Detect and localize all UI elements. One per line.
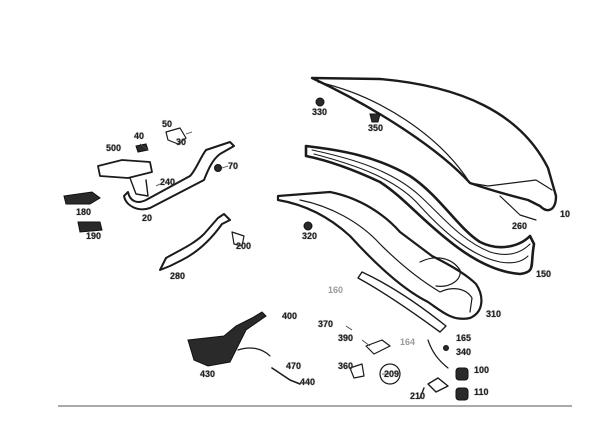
callout-20: 20 [142, 213, 153, 223]
cap-100 [455, 367, 469, 381]
callout-40: 40 [134, 131, 145, 141]
lock-assembly [187, 311, 267, 367]
callout-260: 260 [512, 221, 528, 231]
clip-350 [369, 113, 381, 123]
callout-470: 470 [286, 361, 302, 371]
trunk-lid-inner-frame-rim [311, 149, 531, 264]
trunk-lid-skin [310, 76, 558, 212]
callout-500: 500 [106, 143, 122, 153]
callout-10: 10 [560, 209, 571, 219]
callout-164: 164 [400, 337, 416, 347]
callout-50: 50 [162, 119, 173, 129]
callout-440: 440 [300, 377, 316, 387]
trunk-lid-skin-edge [317, 81, 553, 221]
callout-370: 370 [318, 319, 334, 329]
switch-160 [349, 363, 365, 379]
callout-70: 70 [228, 161, 239, 171]
cable [427, 339, 449, 369]
actuator [365, 339, 391, 355]
screw-100 [443, 345, 449, 351]
callout-110: 110 [474, 387, 489, 397]
callout-360: 360 [338, 361, 354, 371]
callout-150: 150 [536, 269, 552, 279]
lock-cable [237, 347, 271, 357]
trunk-lid-lower-panel-detail [299, 199, 473, 313]
clip-330 [315, 97, 325, 107]
trunk-lid-lower-panel [276, 190, 483, 320]
callout-350: 350 [368, 123, 384, 133]
bracket-180 [63, 191, 101, 205]
callout-390: 390 [338, 333, 354, 343]
torsion-rod [159, 213, 231, 271]
callout-320: 320 [302, 231, 318, 241]
callout-210: 210 [410, 391, 426, 401]
callout-310: 310 [486, 309, 502, 319]
grommet-160-ring [379, 363, 401, 385]
callout-190: 190 [86, 231, 102, 241]
callout-330: 330 [312, 107, 328, 117]
nut-70 [214, 164, 222, 172]
callout-240: 240 [160, 177, 176, 187]
trunk-lid-inner-frame [304, 144, 536, 276]
clip-320 [303, 221, 313, 231]
callout-30: 30 [176, 137, 187, 147]
callout-400: 400 [282, 311, 298, 321]
bracket-190 [77, 221, 103, 233]
clip-200 [231, 231, 245, 247]
callout-340: 340 [456, 347, 472, 357]
hinge-bracket [97, 159, 153, 179]
callout-430: 430 [200, 369, 216, 379]
callout-100: 100 [474, 365, 490, 375]
hinge-link [129, 177, 149, 197]
clip-30 [165, 127, 187, 145]
cap-110 [455, 387, 469, 401]
callout-165: 165 [456, 333, 472, 343]
lamp-holder [419, 377, 449, 399]
callout-160: 160 [328, 285, 344, 295]
callout-180: 180 [76, 207, 92, 217]
callout-280: 280 [170, 271, 186, 281]
stay-bar [357, 271, 447, 333]
leader-lines [139, 131, 390, 375]
striker-pin [271, 367, 301, 385]
callout-209: 209 [384, 369, 400, 379]
callout-200: 200 [236, 241, 252, 251]
hinge-arm [123, 141, 235, 211]
